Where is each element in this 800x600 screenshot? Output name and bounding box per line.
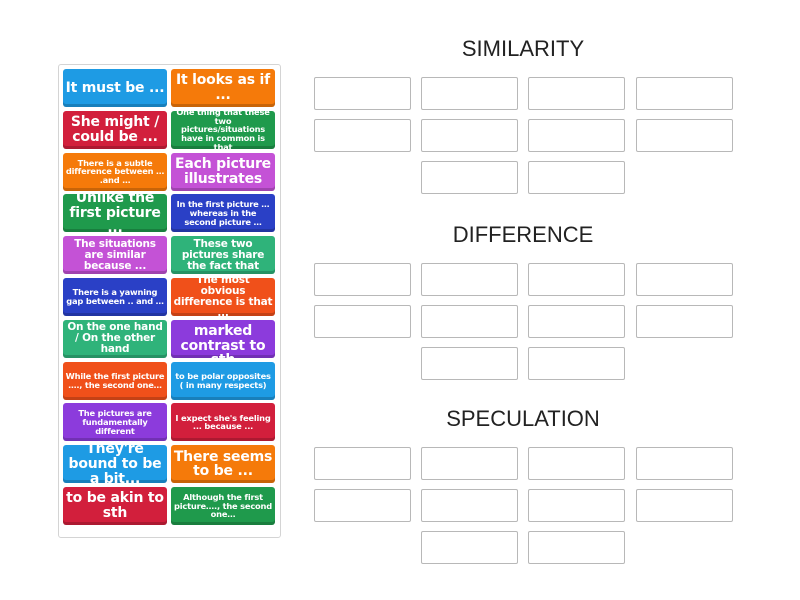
drop-slot[interactable]	[314, 263, 411, 296]
tile-bank: It must be ...It looks as if ...She migh…	[58, 64, 281, 538]
drop-slot[interactable]	[528, 347, 625, 380]
draggable-tile[interactable]: It looks as if ...	[171, 69, 275, 107]
draggable-tile[interactable]: to be in marked contrast to sth	[171, 319, 275, 358]
drop-slot[interactable]	[314, 447, 411, 480]
draggable-tile[interactable]: I expect she's feeling ... because ...	[171, 403, 275, 442]
draggable-tile[interactable]: They're bound to be a bit...	[63, 445, 167, 484]
group-title: SPECULATION	[446, 406, 600, 431]
drop-slot[interactable]	[421, 263, 518, 296]
draggable-tile[interactable]: The most obvious difference is that ...	[171, 278, 275, 316]
drop-slot[interactable]	[528, 489, 625, 522]
drop-slot[interactable]	[528, 161, 625, 194]
drop-slot[interactable]	[636, 119, 733, 152]
drop-slot[interactable]	[636, 489, 733, 522]
drop-slot[interactable]	[314, 119, 411, 152]
drop-slot[interactable]	[314, 77, 411, 110]
draggable-tile[interactable]: There is a yawning gap between .. and …	[63, 278, 167, 316]
drop-slot[interactable]	[528, 119, 625, 152]
drop-slot[interactable]	[636, 263, 733, 296]
drop-slot[interactable]	[636, 305, 733, 338]
drop-slot[interactable]	[314, 489, 411, 522]
draggable-tile[interactable]: In the first picture … whereas in the se…	[171, 194, 275, 233]
draggable-tile[interactable]: The pictures are fundamentally different	[63, 403, 167, 442]
draggable-tile[interactable]: Although the first picture…., the second…	[171, 487, 275, 525]
drop-slot[interactable]	[528, 305, 625, 338]
drop-slot[interactable]	[421, 305, 518, 338]
draggable-tile[interactable]: She might / could be ...	[63, 110, 167, 149]
draggable-tile[interactable]: There seems to be ...	[171, 445, 275, 484]
draggable-tile[interactable]: There is a subtle difference between … .…	[63, 152, 167, 191]
drop-slot[interactable]	[421, 77, 518, 110]
drop-slot[interactable]	[421, 161, 518, 194]
drop-slot[interactable]	[314, 305, 411, 338]
draggable-tile[interactable]: to be akin to sth	[63, 487, 167, 525]
draggable-tile[interactable]: These two pictures share the fact that	[171, 236, 275, 275]
draggable-tile[interactable]: On the one hand / On the other hand	[63, 319, 167, 358]
drop-slot[interactable]	[421, 119, 518, 152]
draggable-tile[interactable]: Unlike the first picture ...	[63, 194, 167, 233]
drop-slot[interactable]	[528, 531, 625, 564]
draggable-tile[interactable]: Each picture illustrates	[171, 152, 275, 191]
draggable-tile[interactable]: It must be ...	[63, 69, 167, 107]
drop-slot[interactable]	[421, 489, 518, 522]
group-title: SIMILARITY	[461, 36, 585, 61]
draggable-tile[interactable]: One thing that these two pictures/situat…	[171, 110, 275, 149]
drop-slot[interactable]	[421, 447, 518, 480]
drop-slot[interactable]	[636, 77, 733, 110]
drop-slot[interactable]	[636, 447, 733, 480]
drop-slot[interactable]	[528, 263, 625, 296]
draggable-tile[interactable]: to be polar opposites ( in many respects…	[171, 361, 275, 400]
drop-slot[interactable]	[421, 347, 518, 380]
drop-slot[interactable]	[528, 447, 625, 480]
draggable-tile[interactable]: While the first picture …., the second o…	[63, 361, 167, 400]
group-title: DIFFERENCE	[452, 222, 594, 247]
drop-slot[interactable]	[421, 531, 518, 564]
draggable-tile[interactable]: The situations are similar because ...	[63, 236, 167, 275]
drop-slot[interactable]	[528, 77, 625, 110]
